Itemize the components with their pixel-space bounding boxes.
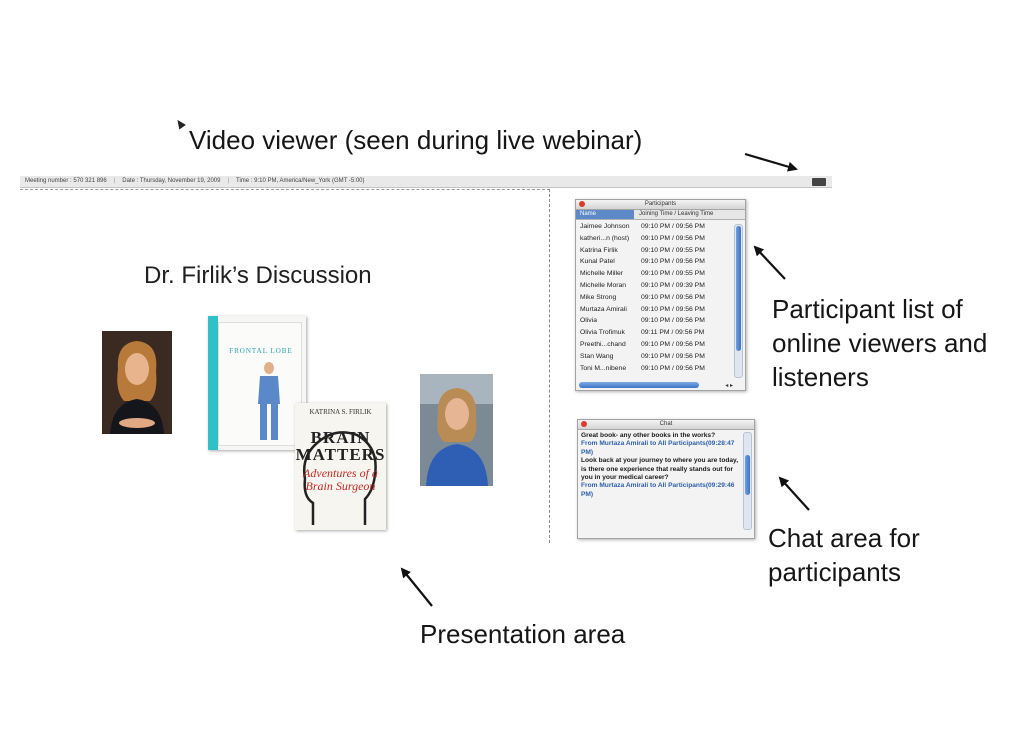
arrow-to-participants — [753, 245, 786, 280]
chat-sender: From Murtaza Amirali to All Participants… — [581, 482, 735, 498]
slide-heading: Video viewer (seen during live webinar) — [189, 125, 643, 155]
close-icon[interactable] — [581, 421, 587, 427]
arrow-to-presentation — [400, 567, 433, 607]
participants-header: Name Joining Time / Leaving Time — [576, 210, 745, 220]
presentation-title: Dr. Firlik’s Discussion — [144, 262, 372, 289]
presentation-callout: Presentation area — [420, 619, 626, 649]
arrow-to-chat — [778, 476, 810, 511]
surgeon-photo — [420, 374, 493, 486]
participants-panel: Participants Name Joining Time / Leaving… — [575, 199, 746, 391]
meeting-date: Date : Thursday, November 19, 2009 — [122, 178, 221, 184]
frontal-lobe-book-cover: FRONTAL LOBE — [208, 316, 306, 450]
presentation-top-divider — [20, 189, 550, 190]
video-camera-icon[interactable] — [812, 178, 826, 186]
book2-title: BRAIN MATTERS — [295, 428, 386, 464]
book2-author: KATRINA S. FIRLIK — [309, 408, 372, 416]
table-row[interactable]: katheri...n (host)09:10 PM / 09:56 PM — [580, 234, 705, 242]
scroll-thumb[interactable] — [745, 455, 750, 495]
chat-scrollbar[interactable] — [743, 432, 752, 530]
chat-title: Chat — [659, 421, 673, 427]
speaker-photo — [102, 331, 172, 434]
participants-title: Participants — [644, 201, 677, 207]
participants-horizontal-scrollbar[interactable] — [579, 382, 699, 388]
book1-title: FRONTAL LOBE — [229, 347, 293, 355]
chat-messages: Great book- any other books in the works… — [581, 432, 741, 536]
column-header-time[interactable]: Joining Time / Leaving Time — [639, 211, 714, 217]
book2-subtitle: Adventures of a Brain Surgeon — [303, 466, 378, 493]
chat-panel: Chat Great book- any other books in the … — [577, 419, 755, 539]
meeting-info-bar: Meeting number : 570 321 896|Date : Thur… — [20, 176, 832, 188]
scroll-arrows-icon[interactable]: ◂ ▸ — [725, 383, 733, 389]
scroll-thumb[interactable] — [736, 226, 741, 351]
participants-callout: Participant list of online viewers and l… — [772, 294, 988, 392]
chat-sender: From Murtaza Amirali to All Participants… — [581, 440, 735, 456]
chat-message: Look back at your journey to where you a… — [581, 457, 739, 482]
participants-vertical-scrollbar[interactable] — [734, 224, 743, 378]
chat-message: Great book- any other books in the works… — [581, 432, 716, 439]
close-icon[interactable] — [579, 201, 585, 207]
meeting-time: Time : 9:10 PM, America/New_York (GMT -5… — [236, 178, 365, 184]
meeting-number: Meeting number : 570 321 896 — [25, 178, 107, 184]
participants-titlebar: Participants — [576, 200, 745, 210]
panel-divider — [549, 189, 550, 543]
chat-titlebar: Chat — [578, 420, 754, 430]
brain-matters-book-cover: KATRINA S. FIRLIK BRAIN MATTERS Adventur… — [295, 403, 386, 530]
column-header-name[interactable]: Name — [576, 210, 634, 219]
chat-callout: Chat area for participants — [768, 523, 920, 587]
arrow-to-toolbar-icon — [744, 152, 798, 172]
